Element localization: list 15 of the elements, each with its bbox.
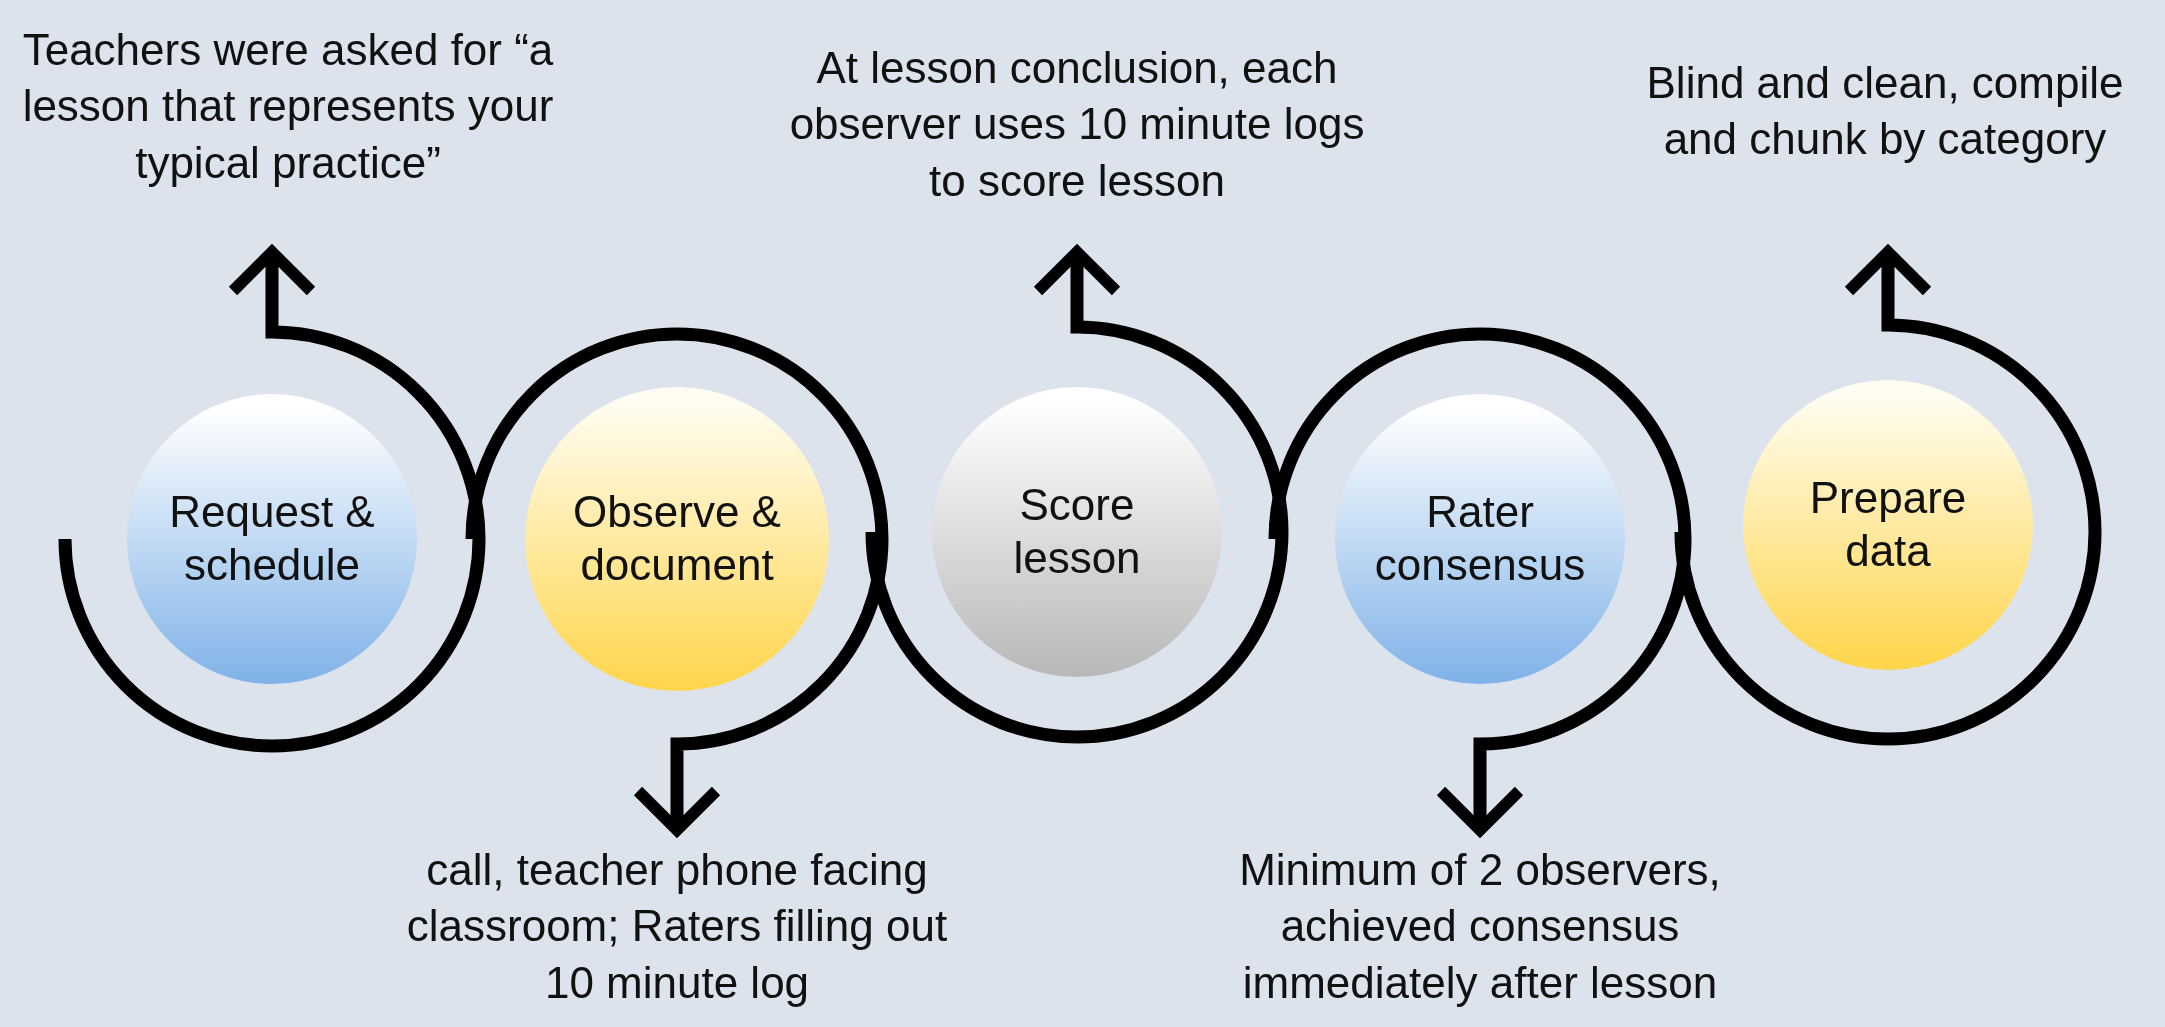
step-description: At lesson conclusion, each observer uses 10 minute logs to score lesson [767,40,1387,209]
step-label: Observe & document [572,486,782,591]
step-label: Score lesson [1012,479,1142,584]
step-description: Blind and clean, compile and chunk by category [1610,55,2160,168]
step-description: Minimum of 2 observers, achieved consensus immediately after lesson [1180,842,1780,1011]
step-label: Prepare data [1808,472,1968,577]
step-description: call, teacher phone facing classroom; Raters filling out 10 minute log [397,842,957,1011]
curved-arrow [58,246,486,753]
curved-arrow [1674,246,2102,746]
curved-arrow [1268,327,1692,836]
step-label: Request & schedule [168,486,376,591]
curved-arrow [865,246,1289,744]
step-label: Rater consensus [1373,486,1587,591]
curved-arrow [465,327,889,836]
step-description: Teachers were asked for “a lesson that represents your typical practice” [8,22,568,191]
